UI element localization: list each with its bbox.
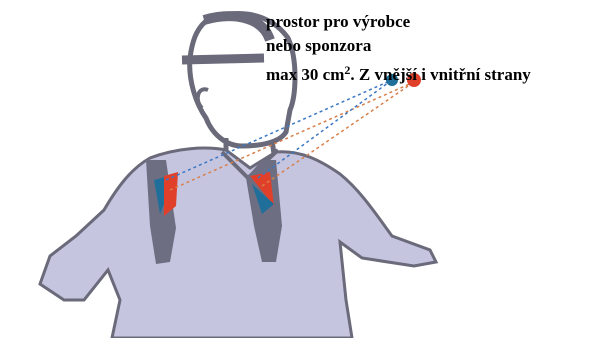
annotation-line-1: prostor pro výrobce (266, 12, 410, 32)
annotation-line-2: nebo sponzora (266, 36, 371, 56)
torso (40, 148, 436, 338)
annotation-both-sides: . Z vnější i vnitřní strany (350, 65, 530, 84)
annotation-max-area: max 30 cm (266, 65, 344, 84)
annotation-line-3: max 30 cm2. Z vnější i vnitřní strany (266, 60, 531, 85)
cap-band (182, 58, 264, 60)
